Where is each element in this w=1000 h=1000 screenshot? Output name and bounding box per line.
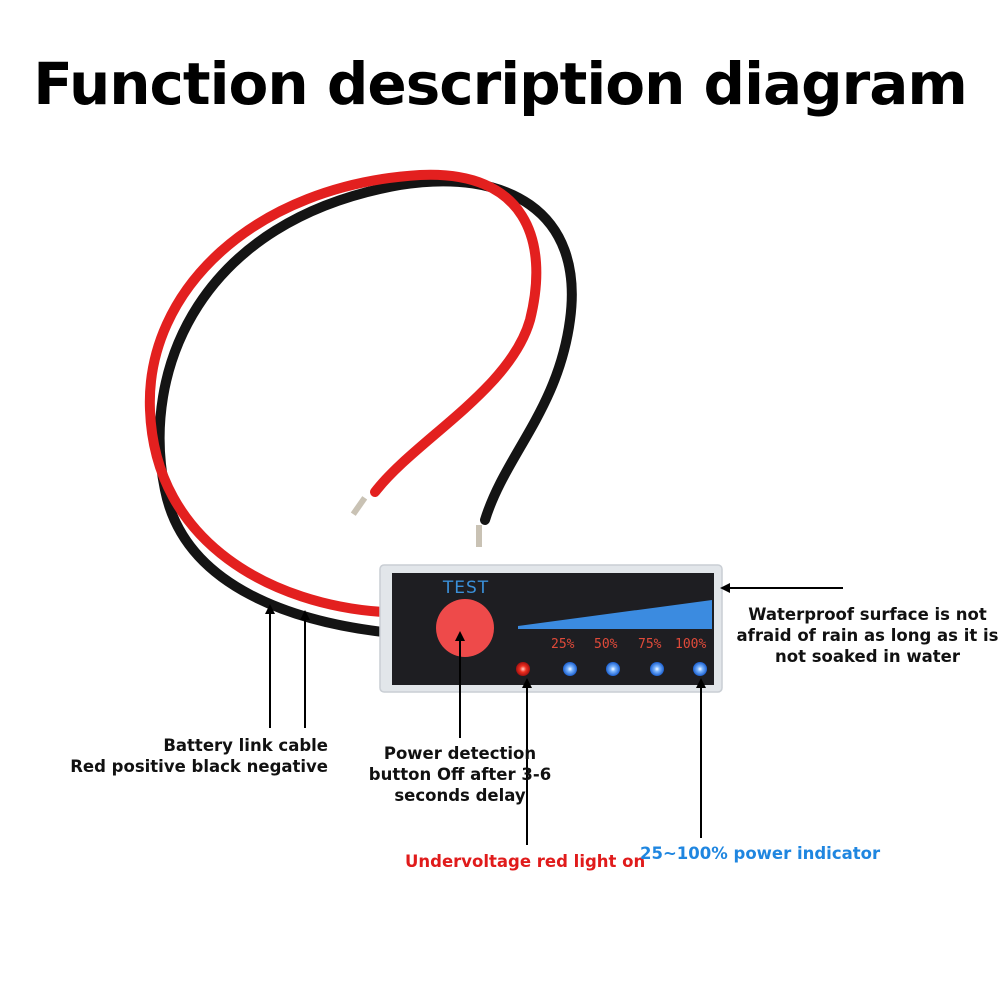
test-button [436, 599, 494, 657]
page-title: Function description diagram [33, 50, 968, 118]
level-wedge [518, 600, 712, 629]
led-100 [693, 662, 707, 676]
led-25 [563, 662, 577, 676]
undervoltage-red-led [516, 662, 530, 676]
level-label-50: 50% [594, 637, 618, 652]
level-label-25: 25% [551, 637, 575, 652]
power-indicator-label: 25~100% power indicator [640, 844, 881, 863]
red-wire-tip [350, 496, 368, 516]
led-50 [606, 662, 620, 676]
waterproof-label: Waterproof surface is not afraid of rain… [736, 605, 999, 666]
level-label-75: 75% [638, 637, 662, 652]
undervoltage-label: Undervoltage red light on [405, 852, 646, 871]
test-button-label: TEST [442, 578, 490, 598]
black-wire-tip [476, 525, 482, 547]
level-label-100: 100% [675, 637, 707, 652]
led-75 [650, 662, 664, 676]
red-wire [144, 169, 542, 617]
button-label: Power detection button Off after 3-6 sec… [368, 744, 552, 805]
black-wire [154, 176, 577, 637]
cable-label: Battery link cable Red positive black ne… [70, 736, 328, 776]
